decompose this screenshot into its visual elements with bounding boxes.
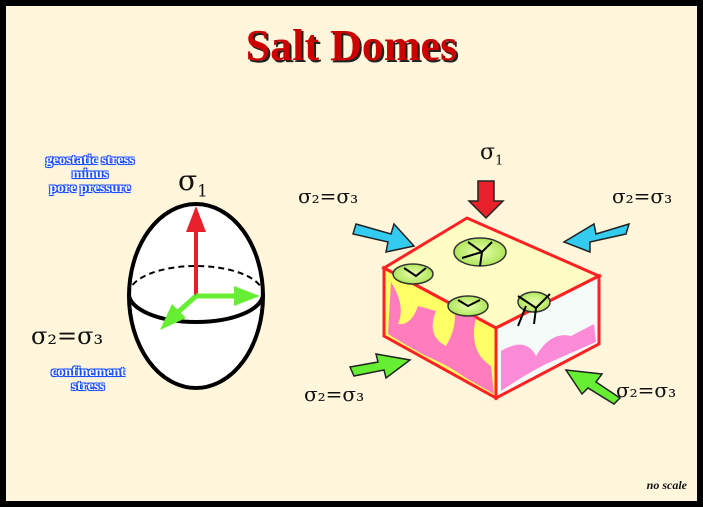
ellipsoid-equator-back — [128, 265, 264, 295]
right-sigma23-top-left: σ₂=σ₃ — [298, 184, 359, 208]
sigma2-arrowhead — [234, 286, 260, 306]
confinement-line-2: stress — [71, 379, 105, 394]
geostatic-line-3: pore pressure — [49, 181, 131, 196]
slide-frame: Salt Domes — [6, 6, 697, 501]
stress-ellipsoid — [127, 202, 265, 390]
geostatic-line-1: geostatic stress — [45, 153, 135, 168]
salt-left — [388, 282, 494, 394]
cyan-arrow-left — [352, 222, 416, 253]
ellipsoid-equator-front — [127, 293, 265, 324]
dome-top-cracks — [461, 241, 493, 267]
dome-right — [517, 291, 551, 313]
sigma3-axis — [174, 294, 198, 316]
cyan-arrow-right — [562, 222, 631, 254]
green-arrow-left — [348, 353, 412, 380]
confinement-label: confinement stress — [14, 366, 162, 394]
dome-left-cracks — [403, 267, 427, 278]
diagram-canvas — [127, 180, 631, 405]
right-sigma23-bottom-left: σ₂=σ₃ — [304, 382, 365, 406]
sigma1-arrowhead — [186, 206, 206, 232]
geostatic-label: geostatic stress minus pore pressure — [14, 154, 166, 196]
sigma1-arrow-down — [467, 180, 505, 220]
dome-center-cracks — [457, 299, 481, 308]
left-sigma23-label: σ₂=σ₃ — [31, 322, 104, 350]
salt-right — [501, 324, 596, 391]
left-sigma1-label: σ1 — [178, 164, 208, 201]
geostatic-line-2: minus — [71, 167, 109, 182]
scale-note: no scale — [646, 478, 687, 492]
right-sigma23-top-right: σ₂=σ₃ — [612, 184, 673, 208]
dome-right-cracks — [517, 293, 551, 327]
page-title: Salt Domes — [245, 21, 458, 70]
right-sigma1-label: σ1 — [480, 140, 504, 169]
confinement-line-1: confinement — [51, 365, 125, 380]
salt-block — [348, 180, 631, 405]
sigma3-arrowhead — [160, 304, 186, 330]
right-sigma23-bottom-right: σ₂=σ₃ — [616, 378, 677, 402]
green-arrow-right — [564, 369, 622, 405]
